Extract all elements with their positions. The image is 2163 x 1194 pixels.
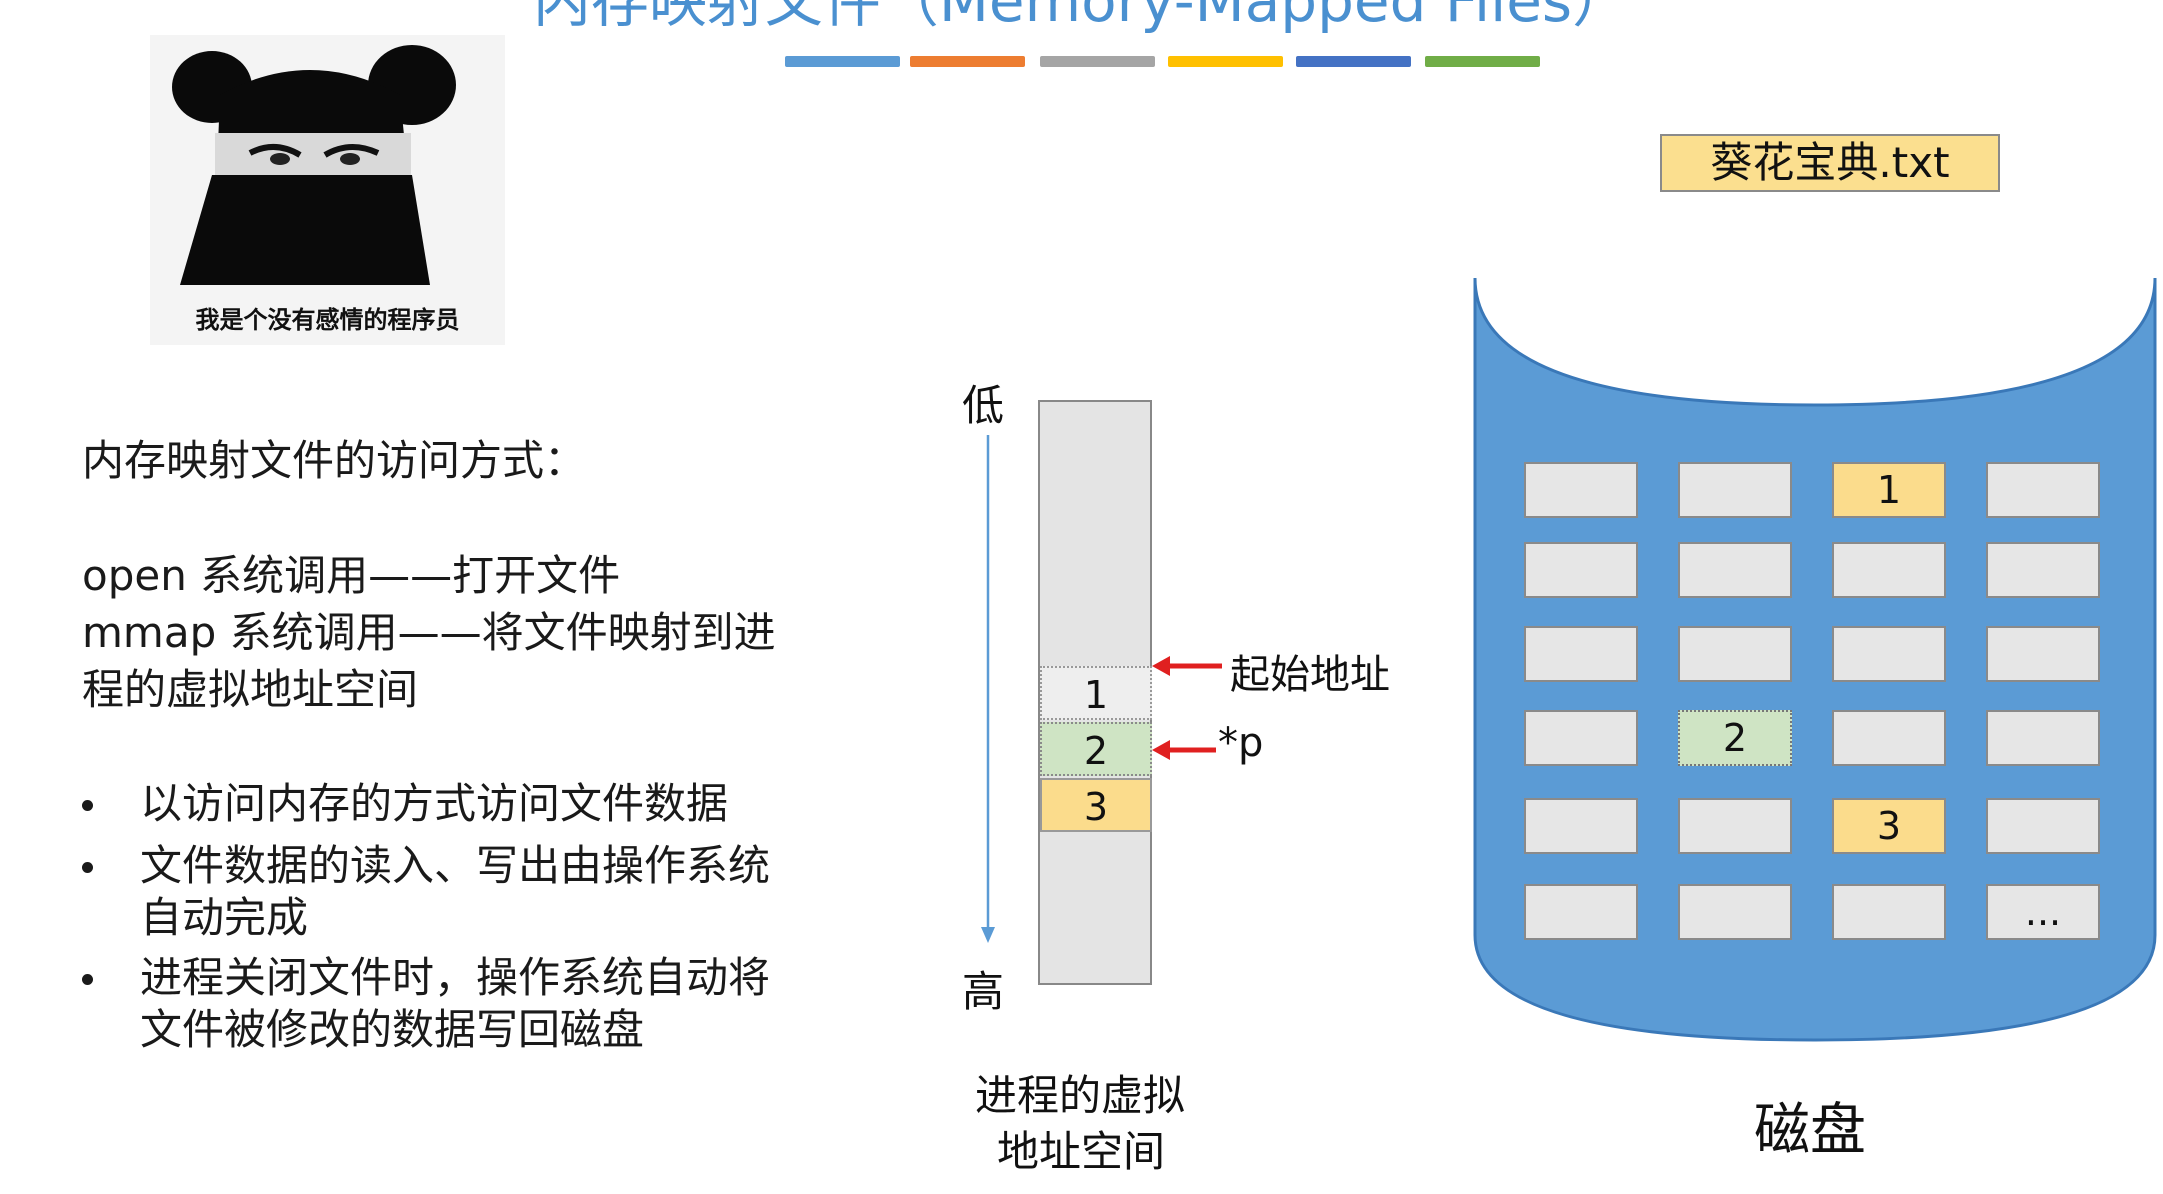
pointer-label: *p xyxy=(1218,720,1263,766)
mmap-syscall-line-cont: 程的虚拟地址空间 xyxy=(82,664,418,716)
disk-block xyxy=(1832,626,1946,682)
disk-block xyxy=(1678,462,1792,518)
disk-block: 3 xyxy=(1832,798,1946,854)
disk-block: 2 xyxy=(1678,710,1792,766)
divider-bar xyxy=(1040,56,1155,67)
bullet-item: 进程关闭文件时，操作系统自动将 xyxy=(140,952,770,1004)
disk-block xyxy=(1832,710,1946,766)
access-methods-heading: 内存映射文件的访问方式： xyxy=(82,435,586,487)
divider-bar xyxy=(1168,56,1283,67)
disk-block xyxy=(1986,626,2100,682)
disk-block xyxy=(1986,710,2100,766)
masked-figure-icon xyxy=(150,35,505,345)
disk-block xyxy=(1678,626,1792,682)
disk-block xyxy=(1524,542,1638,598)
disk-block xyxy=(1986,462,2100,518)
address-direction-arrow xyxy=(978,435,998,945)
meme-image: 我是个没有感情的程序员 xyxy=(150,35,505,345)
mapped-page-3: 3 xyxy=(1040,778,1152,832)
virtual-space-caption-line1: 进程的虚拟 xyxy=(975,1062,1185,1123)
disk-block xyxy=(1524,710,1638,766)
disk-block xyxy=(1678,542,1792,598)
divider-bar xyxy=(910,56,1025,67)
disk-block xyxy=(1986,542,2100,598)
virtual-space-caption-line2: 地址空间 xyxy=(997,1118,1165,1179)
disk-block xyxy=(1986,798,2100,854)
low-address-label: 低 xyxy=(962,372,1004,433)
slide-title: 内存映射文件（Memory-Mapped Files） xyxy=(0,0,2163,30)
bullet-item: 文件数据的读入、写出由操作系统 xyxy=(140,840,770,892)
pointer-arrows xyxy=(1150,650,1225,770)
disk-block xyxy=(1524,626,1638,682)
disk-block xyxy=(1524,798,1638,854)
start-address-label: 起始地址 xyxy=(1230,642,1390,700)
disk-block: 1 xyxy=(1832,462,1946,518)
mmap-syscall-line: mmap 系统调用——将文件映射到进 xyxy=(82,607,776,659)
disk-block xyxy=(1832,542,1946,598)
disk-block: ... xyxy=(1986,884,2100,940)
divider-bar xyxy=(1296,56,1411,67)
bullet-dot xyxy=(82,974,93,985)
disk-block xyxy=(1678,798,1792,854)
disk-block xyxy=(1524,884,1638,940)
disk-block xyxy=(1678,884,1792,940)
pointer-p-arrow-icon xyxy=(1152,740,1216,760)
open-syscall-line: open 系统调用——打开文件 xyxy=(82,550,620,602)
bullet-item: 以访问内存的方式访问文件数据 xyxy=(140,778,728,830)
meme-caption: 我是个没有感情的程序员 xyxy=(150,300,505,335)
divider-bar xyxy=(785,56,900,67)
mapped-page-1: 1 xyxy=(1040,666,1152,720)
bullet-dot xyxy=(82,862,93,873)
bullet-dot xyxy=(82,800,93,811)
start-address-arrow-icon xyxy=(1152,656,1222,676)
divider-bar xyxy=(1425,56,1540,67)
bullet-item-cont: 自动完成 xyxy=(140,892,308,944)
disk-block xyxy=(1524,462,1638,518)
bullet-item-cont: 文件被修改的数据写回磁盘 xyxy=(140,1004,644,1056)
file-name-label: 葵花宝典.txt xyxy=(1660,134,2000,192)
mapped-page-2: 2 xyxy=(1040,722,1152,776)
disk-label: 磁盘 xyxy=(1700,1085,1920,1166)
high-address-label: 高 xyxy=(962,958,1004,1019)
disk-block xyxy=(1832,884,1946,940)
